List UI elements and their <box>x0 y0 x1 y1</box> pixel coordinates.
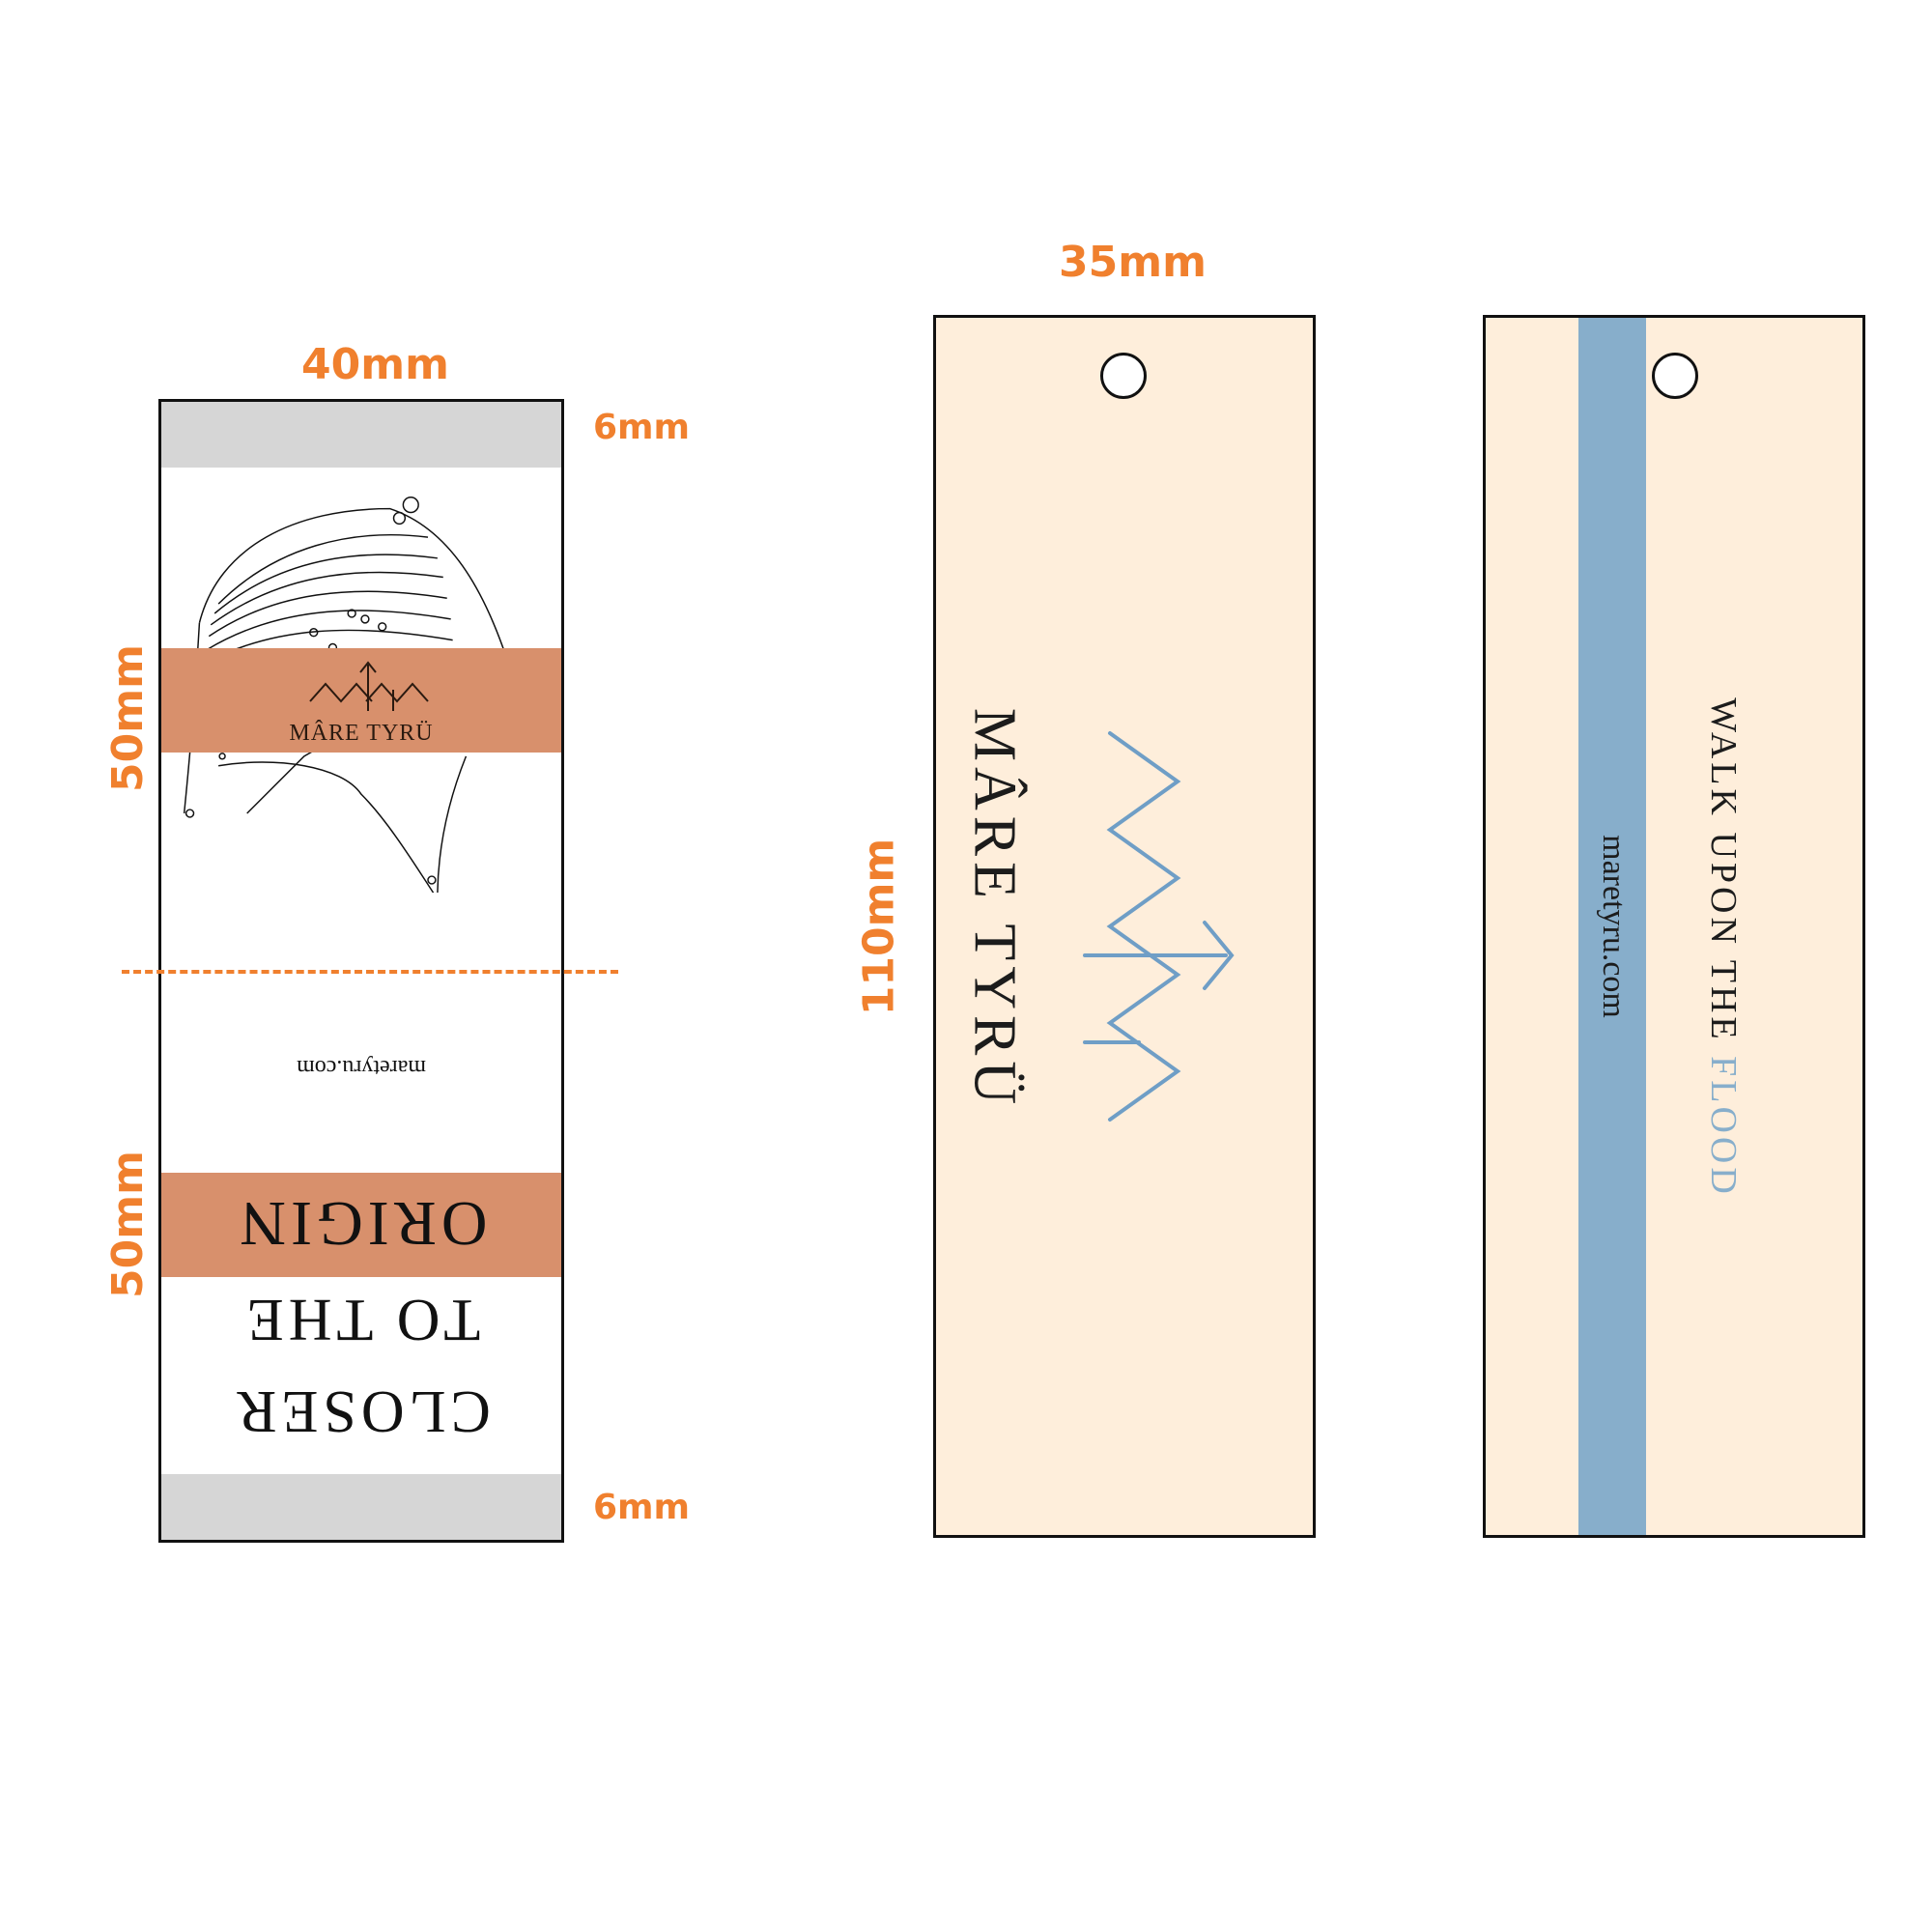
front-orange-band <box>161 648 561 753</box>
punch-hole <box>1652 353 1698 399</box>
hang-tag-front: MÂRE TYRÜ <box>933 315 1316 1538</box>
blue-stripe <box>1578 318 1646 1535</box>
top-fold-dimension: 6mm <box>593 408 691 447</box>
tag-back-url-text: maretyru.com <box>1596 835 1632 1018</box>
slogan-text: WALK UPON THE FLOOD <box>1702 697 1745 1198</box>
back-url: maretyru.com <box>297 1055 426 1080</box>
back-section-dimension: 50mm <box>102 1151 153 1298</box>
back-line-closer: CLOSER <box>232 1378 491 1444</box>
top-fold-allowance <box>161 402 561 468</box>
front-section-dimension: 50mm <box>102 644 153 792</box>
slogan-accent-word: FLOOD <box>1703 1056 1744 1198</box>
hang-tag-back: maretyru.com WALK UPON THE FLOOD <box>1483 315 1865 1538</box>
arrow-wave-logo-icon <box>1083 731 1235 1122</box>
back-line-to-the: TO THE <box>242 1287 481 1352</box>
bottom-fold-allowance <box>161 1474 561 1540</box>
fold-line <box>122 970 618 974</box>
arrow-wave-logo-icon <box>309 661 429 711</box>
back-line-origin: ORIGIN <box>235 1188 488 1259</box>
tag-front-brand-text: MÂRE TYRÜ <box>961 707 1028 1111</box>
slogan-main: WALK UPON THE <box>1703 697 1744 1057</box>
label-width-dimension: 40mm <box>301 340 449 389</box>
punch-hole <box>1100 353 1147 399</box>
front-brand-name: MÂRE TYRÜ <box>289 721 434 746</box>
tag-width-dimension: 35mm <box>1059 238 1207 287</box>
label-back-panel: CLOSER TO THE ORIGIN maretyru.com <box>161 981 561 1484</box>
bottom-fold-dimension: 6mm <box>593 1488 691 1527</box>
tag-height-dimension: 110mm <box>854 838 904 1016</box>
